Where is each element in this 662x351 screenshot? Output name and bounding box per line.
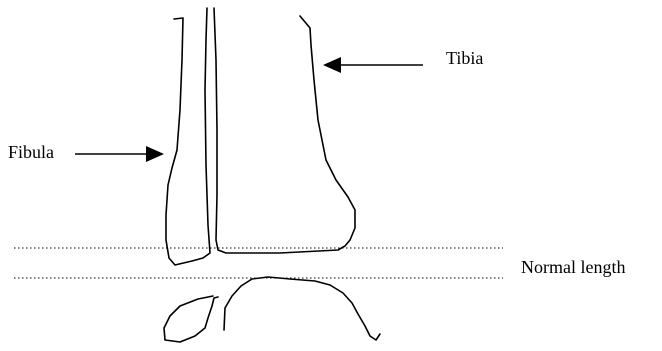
talus-left-fragment — [164, 296, 218, 342]
tibia-outline — [214, 8, 355, 253]
normal-length-label: Normal length — [521, 257, 625, 277]
fibula-outline — [166, 8, 210, 265]
fibula-arrow-head — [146, 146, 164, 162]
tibia-arrow-head — [323, 57, 341, 73]
fibula-label: Fibula — [8, 142, 54, 162]
tibia-label: Tibia — [446, 48, 483, 68]
talus-main-outline — [224, 277, 380, 340]
